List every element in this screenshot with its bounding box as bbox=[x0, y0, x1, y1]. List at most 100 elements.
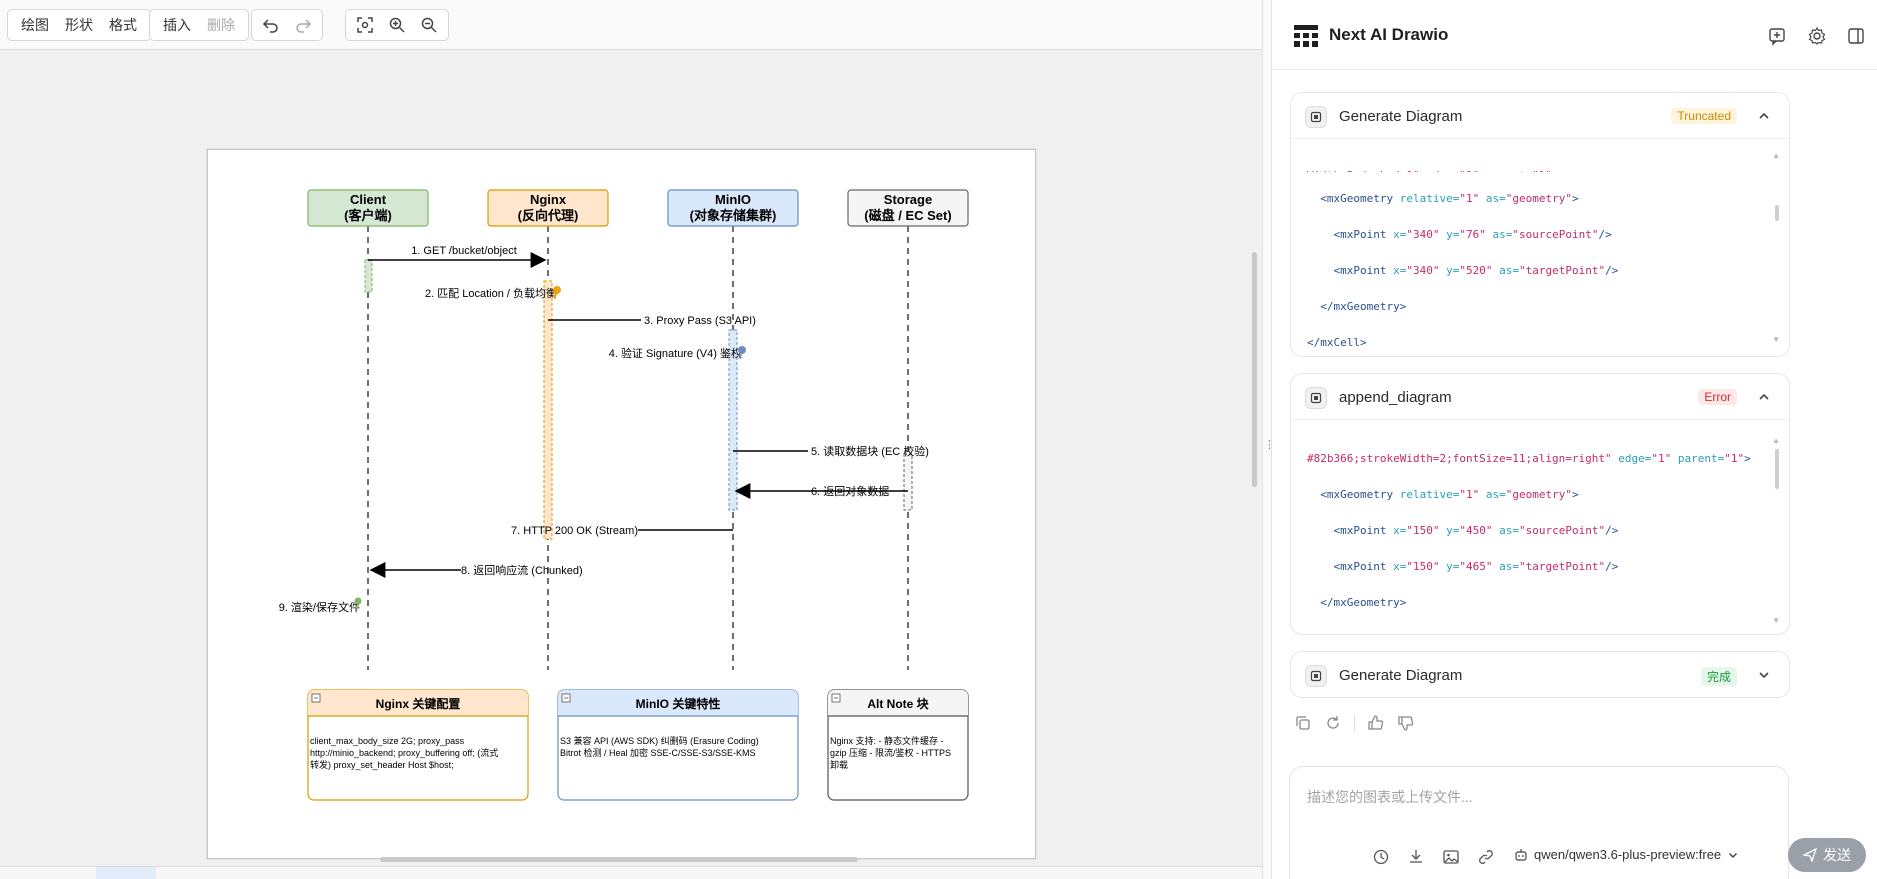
format-menu-button[interactable]: 格式 bbox=[109, 17, 137, 33]
tool-name: Generate Diagram bbox=[1339, 667, 1463, 684]
thumbs-up-icon[interactable] bbox=[1367, 714, 1385, 732]
status-badge-truncated: Truncated bbox=[1671, 108, 1737, 124]
client-subtitle: (客户端) bbox=[344, 208, 392, 223]
insert-button[interactable]: 插入 bbox=[163, 17, 191, 33]
nginx-activation bbox=[543, 280, 553, 540]
alt-note[interactable]: Alt Note 块 Nginx 支持: - 静态文件缓存 - gzip 压缩 … bbox=[827, 689, 969, 801]
chevron-up-icon[interactable] bbox=[1757, 109, 1771, 123]
undo-icon[interactable] bbox=[256, 11, 286, 39]
nginx-note-title: Nginx 关键配置 bbox=[376, 696, 461, 711]
message-8-label: 8. 返回响应流 (Chunked) bbox=[461, 563, 583, 577]
scroll-up-arrow-icon[interactable]: ▲ bbox=[1772, 151, 1780, 160]
code-scrollbar[interactable] bbox=[1775, 449, 1779, 489]
redo-icon[interactable] bbox=[288, 11, 318, 39]
send-button[interactable]: 发送 bbox=[1788, 838, 1866, 872]
tool-card-generate-diagram-done: Generate Diagram 完成 bbox=[1290, 651, 1790, 698]
model-selector[interactable]: qwen/qwen3.6-plus-preview:free bbox=[1514, 847, 1739, 862]
client-activation bbox=[364, 259, 373, 293]
alt-note-line-2: gzip 压缩 - 限流/鉴权 - HTTPS bbox=[830, 747, 951, 758]
edit-group: 插入 删除 bbox=[149, 9, 249, 41]
tool-card-header[interactable]: append_diagram Error bbox=[1291, 374, 1789, 420]
bot-icon bbox=[1515, 848, 1527, 861]
regenerate-icon[interactable] bbox=[1324, 714, 1342, 732]
chat-input-area: 描述您的图表或上传文件... qwen/qwen3.6-plus-preview… bbox=[1289, 766, 1789, 879]
minio-title: MinIO bbox=[715, 192, 751, 207]
nginx-config-note[interactable]: Nginx 关键配置 client_max_body_size 2G; prox… bbox=[307, 689, 529, 801]
app-title: Next AI Drawio bbox=[1329, 25, 1449, 44]
chat-input[interactable]: 描述您的图表或上传文件... bbox=[1307, 789, 1473, 805]
panel-header: Next AI Drawio bbox=[1272, 0, 1877, 70]
chevron-up-icon[interactable] bbox=[1757, 390, 1771, 404]
zoom-out-icon[interactable] bbox=[414, 11, 444, 39]
download-icon[interactable] bbox=[1407, 848, 1425, 866]
new-chat-icon[interactable] bbox=[1767, 26, 1787, 46]
storage-subtitle: (磁盘 / EC Set) bbox=[864, 208, 951, 223]
nginx-participant[interactable]: Nginx (反向代理) bbox=[487, 189, 609, 227]
message-9-label: 9. 渲染/保存文件 bbox=[279, 600, 360, 614]
settings-gear-icon[interactable] bbox=[1807, 26, 1827, 46]
image-upload-icon[interactable] bbox=[1442, 848, 1460, 866]
status-badge-error: Error bbox=[1698, 389, 1737, 405]
tool-icon bbox=[1305, 665, 1327, 687]
scroll-up-arrow-icon[interactable]: ▲ bbox=[1772, 436, 1780, 445]
zoom-in-icon[interactable] bbox=[382, 11, 412, 39]
model-name: qwen/qwen3.6-plus-preview:free bbox=[1534, 847, 1722, 862]
minio-subtitle: (对象存储集群) bbox=[690, 208, 777, 223]
nginx-note-line-1: client_max_body_size 2G; proxy_pass bbox=[310, 736, 465, 746]
message-3-label: 3. Proxy Pass (S3 API) bbox=[644, 315, 756, 327]
diagram-canvas[interactable]: Client (客户端) Nginx (反向代理) MinIO (对象存储集群)… bbox=[207, 149, 1036, 859]
chevron-down-icon[interactable] bbox=[1757, 668, 1771, 682]
message-5-label: 5. 读取数据块 (EC 校验) bbox=[811, 444, 929, 458]
client-participant[interactable]: Client (客户端) bbox=[307, 189, 429, 227]
zoom-group bbox=[345, 9, 449, 41]
panel-resize-divider[interactable] bbox=[1262, 0, 1272, 879]
chevron-down-icon bbox=[1729, 852, 1738, 858]
draw-menu-button[interactable]: 绘图 bbox=[21, 17, 49, 33]
minio-features-note[interactable]: MinIO 关键特性 S3 兼容 API (AWS SDK) 纠删码 (Eras… bbox=[557, 689, 799, 801]
minio-participant[interactable]: MinIO (对象存储集群) bbox=[667, 189, 799, 227]
scroll-down-arrow-icon[interactable]: ▼ bbox=[1772, 616, 1780, 625]
scroll-down-arrow-icon[interactable]: ▼ bbox=[1772, 335, 1780, 344]
code-scrollbar[interactable] bbox=[1775, 205, 1779, 221]
collapse-panel-icon[interactable] bbox=[1846, 26, 1866, 46]
shape-menu-button[interactable]: 形状 bbox=[65, 17, 93, 33]
thumbs-down-icon[interactable] bbox=[1397, 714, 1415, 732]
tool-name: Generate Diagram bbox=[1339, 108, 1463, 125]
nginx-subtitle: (反向代理) bbox=[518, 208, 579, 223]
send-icon bbox=[1803, 848, 1817, 862]
horizontal-scrollbar[interactable] bbox=[380, 857, 858, 862]
delete-button[interactable]: 删除 bbox=[207, 17, 235, 33]
chat-panel: Next AI Drawio Generate Diagram Truncate… bbox=[1272, 0, 1877, 879]
page-tab-active[interactable] bbox=[96, 867, 156, 879]
history-icon[interactable] bbox=[1372, 848, 1390, 866]
nginx-note-line-2: http://minio_backend; proxy_buffering of… bbox=[310, 747, 498, 758]
tool-icon bbox=[1305, 106, 1327, 128]
message-4-label: 4. 验证 Signature (V4) 鉴权 bbox=[609, 346, 742, 360]
message-1-label: 1. GET /bucket/object bbox=[411, 245, 517, 257]
minio-note-title: MinIO 关键特性 bbox=[636, 696, 721, 711]
history-group bbox=[251, 9, 323, 41]
tool-card-header[interactable]: Generate Diagram 完成 bbox=[1291, 652, 1789, 697]
send-label: 发送 bbox=[1823, 847, 1851, 863]
tool-name: append_diagram bbox=[1339, 389, 1452, 406]
fit-screen-icon[interactable] bbox=[350, 11, 380, 39]
minio-note-line-1: S3 兼容 API (AWS SDK) 纠删码 (Erasure Coding) bbox=[560, 735, 759, 746]
drag-handle-icon[interactable]: ⋮ bbox=[1264, 439, 1275, 451]
page-tabs-bar bbox=[0, 866, 1262, 879]
link-icon[interactable] bbox=[1477, 848, 1495, 866]
copy-icon[interactable] bbox=[1294, 714, 1312, 732]
message-2-marker bbox=[553, 286, 561, 294]
tool-card-header[interactable]: Generate Diagram Truncated bbox=[1291, 93, 1789, 139]
diagram-editor: 绘图 形状 格式 插入 删除 bbox=[0, 0, 1262, 879]
minio-activation bbox=[728, 329, 738, 511]
message-4-marker bbox=[738, 346, 746, 354]
editor-toolbar: 绘图 形状 格式 插入 删除 bbox=[0, 0, 1262, 50]
message-9-marker bbox=[354, 597, 362, 605]
storage-participant[interactable]: Storage (磁盘 / EC Set) bbox=[847, 189, 969, 227]
tool-card-generate-diagram-truncated: Generate Diagram Truncated Width=2;dashe… bbox=[1290, 92, 1790, 357]
client-title: Client bbox=[350, 192, 387, 207]
page-tab[interactable] bbox=[184, 867, 232, 879]
xml-code-block: #82b366;strokeWidth=2;fontSize=11;align=… bbox=[1307, 452, 1751, 609]
app-logo-icon bbox=[1294, 25, 1318, 47]
vertical-scrollbar[interactable] bbox=[1252, 252, 1257, 487]
